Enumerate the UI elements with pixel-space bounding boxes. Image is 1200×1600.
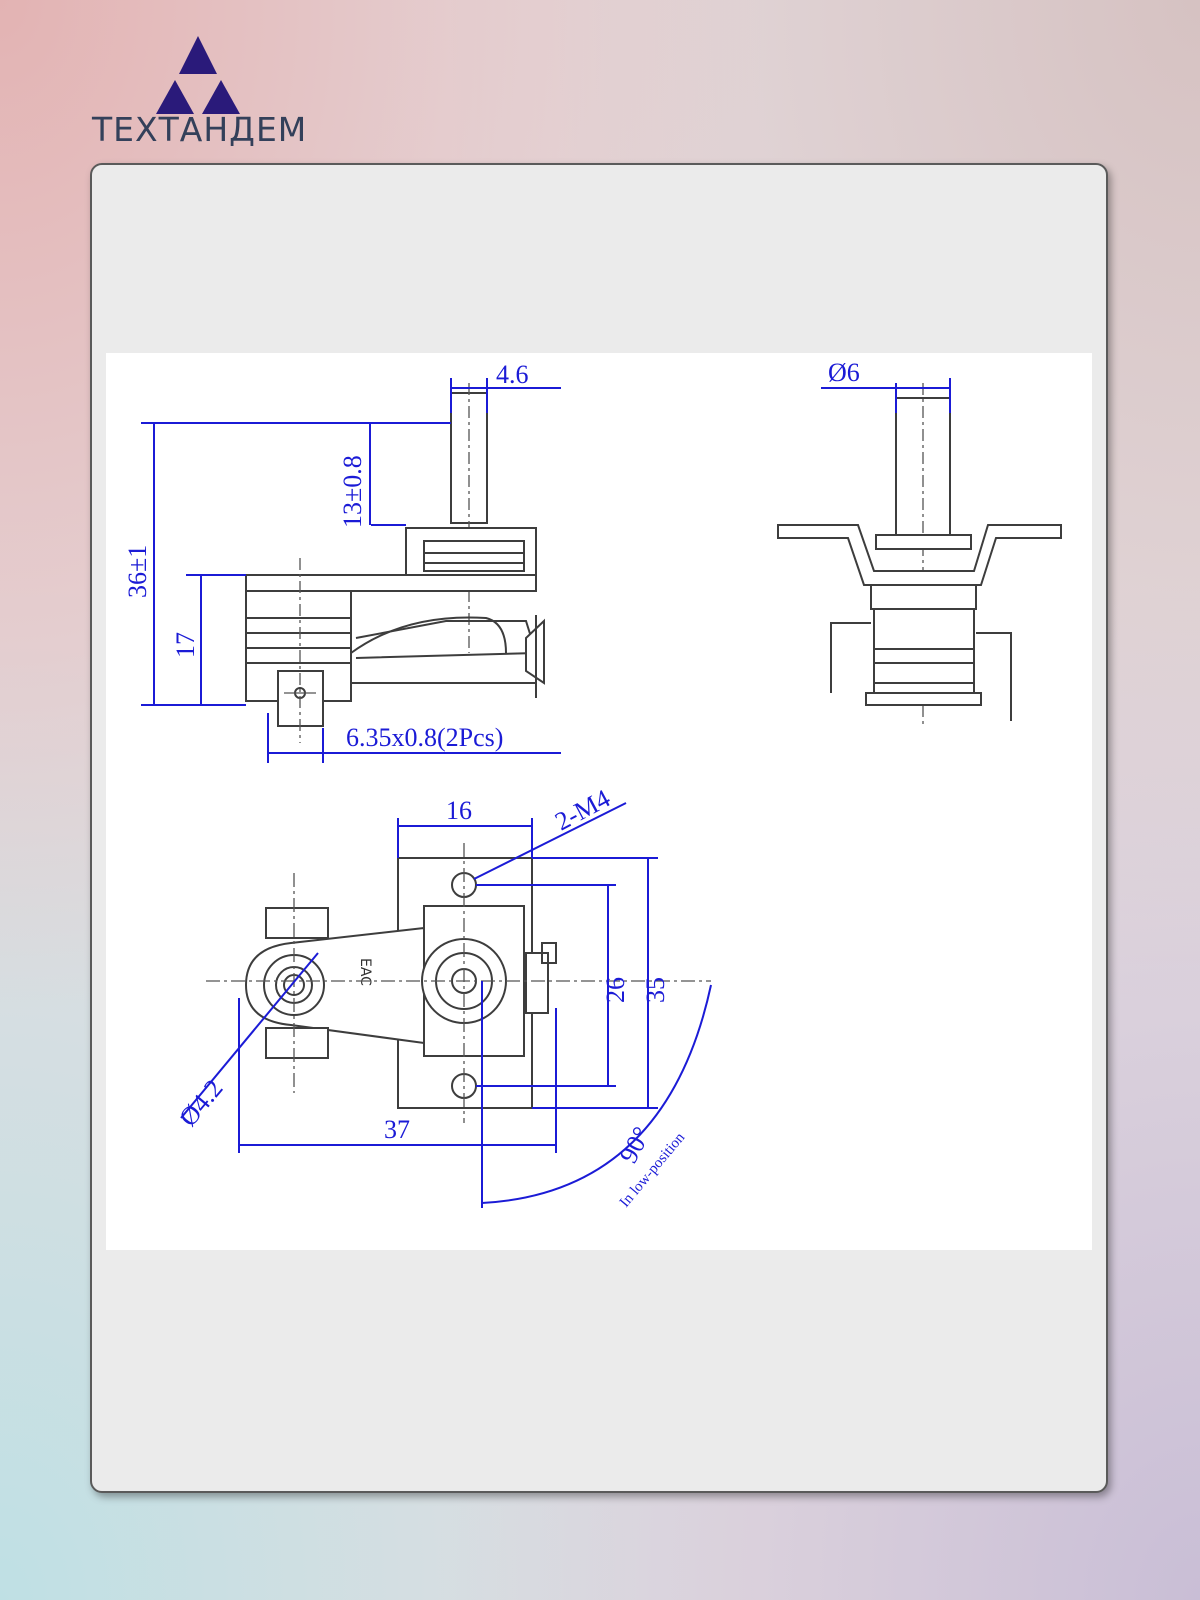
side-view: 4.6 36±1 13±0.8 17 6.35x0.8(2Pcs)	[123, 360, 561, 763]
dim-shaft-width: 4.6	[496, 360, 529, 389]
top-view: EAC 16 2-M4 26 35 Ø4.2 37 90°	[173, 784, 712, 1211]
dim-hole-diameter: Ø4.2	[173, 1074, 228, 1132]
technical-drawing: 4.6 36±1 13±0.8 17 6.35x0.8(2Pcs)	[106, 353, 1092, 1250]
dim-thread: 2-M4	[550, 784, 615, 837]
brand-logo: ТЕХТАНДЕМ	[90, 36, 320, 151]
dim-base-length: 35	[641, 977, 670, 1003]
dim-overall-length: 37	[384, 1115, 410, 1144]
front-view: Ø6	[777, 358, 1062, 728]
svg-text:EAC: EAC	[357, 958, 373, 986]
dim-overall-height: 36±1	[123, 545, 152, 598]
dim-body-height: 17	[171, 632, 200, 658]
brand-name: ТЕХТАНДЕМ	[92, 110, 308, 149]
dim-mount-spacing: 16	[446, 796, 472, 825]
dim-shaft-length: 13±0.8	[338, 455, 367, 528]
dim-hole-pitch: 26	[601, 977, 630, 1003]
triangles-logo-icon	[156, 36, 240, 114]
dim-shaft-diameter: Ø6	[828, 358, 860, 387]
dim-terminal: 6.35x0.8(2Pcs)	[346, 723, 503, 752]
